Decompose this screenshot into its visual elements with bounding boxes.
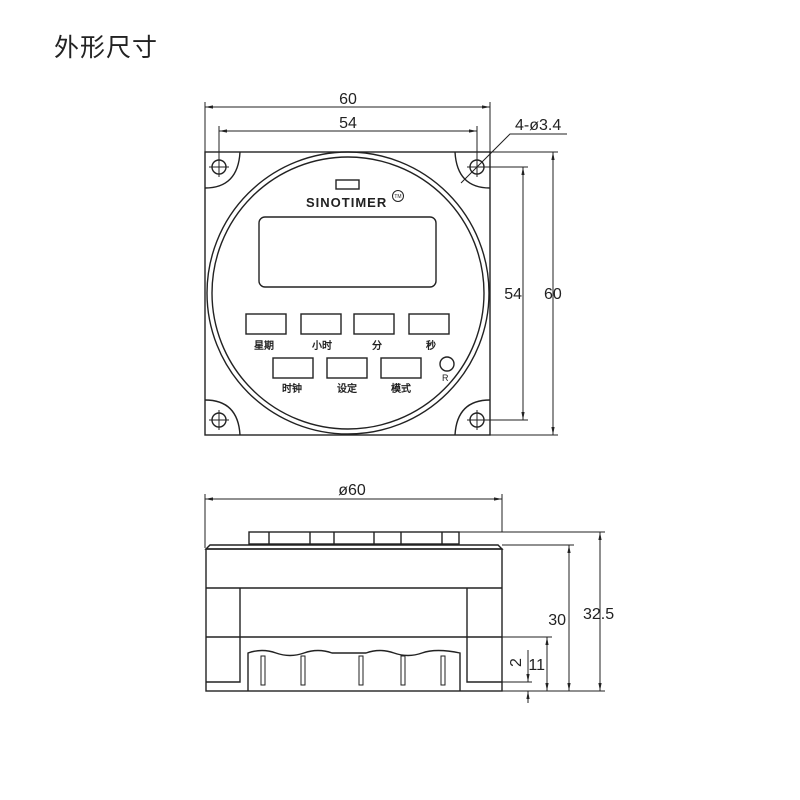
body-outline: [205, 548, 503, 692]
button-label: 星期: [254, 339, 274, 352]
terminal-slots: [260, 655, 446, 686]
button-set[interactable]: [326, 357, 368, 379]
dim-height-outer: 60: [544, 286, 562, 303]
dim-diameter: ø60: [338, 482, 366, 499]
side-view: ø60 30 32.5 11 2: [204, 482, 614, 703]
dim-width-holes: 54: [339, 115, 357, 132]
button-minute[interactable]: [353, 313, 395, 335]
dim-height-holes: 54: [504, 286, 522, 303]
reset-button[interactable]: [439, 356, 455, 372]
indicator-led: [335, 179, 360, 190]
dim-holes: 4-ø3.4: [515, 117, 561, 134]
button-second[interactable]: [408, 313, 450, 335]
button-label: 秒: [426, 339, 436, 352]
dim-total-height: 32.5: [583, 606, 614, 623]
button-row-1: 星期 小时 分 秒: [245, 313, 450, 352]
dim-width-outer: 60: [339, 91, 357, 108]
reset-label: R: [442, 373, 449, 383]
corner-notch: [454, 151, 491, 189]
trademark-icon: [392, 190, 404, 202]
button-label: 小时: [311, 339, 332, 352]
button-cap-strip: [248, 531, 460, 545]
terminal-block: [247, 649, 461, 691]
button-hour[interactable]: [300, 313, 342, 335]
dim-terminal-height: 11: [528, 657, 545, 674]
corner-notch: [454, 399, 491, 436]
button-label: 设定: [337, 382, 357, 395]
page-title: 外形尺寸: [54, 33, 159, 62]
front-view: SINOTIMER TM 星期 小时 分 秒 时钟 设定 模式 R: [204, 91, 567, 436]
dim-body-height: 30: [548, 612, 566, 629]
dim-offset: 2: [508, 658, 525, 667]
bezel-outer: [206, 151, 490, 435]
lcd-display: [258, 216, 437, 288]
button-label: 分: [372, 339, 382, 352]
side-dimensions: ø60 30 32.5 11 2: [204, 482, 614, 703]
button-mode[interactable]: [380, 357, 422, 379]
button-label: 模式: [391, 382, 411, 395]
front-dimensions: 60 54 4-ø3.4 54 60: [204, 91, 567, 436]
corner-notch: [204, 399, 241, 436]
button-clock[interactable]: [272, 357, 314, 379]
button-row-2: 时钟 设定 模式 R: [272, 356, 455, 395]
trademark-label: TM: [394, 194, 401, 200]
bezel-inner: [211, 156, 485, 430]
button-label: 时钟: [282, 382, 302, 395]
button-week[interactable]: [245, 313, 287, 335]
brand-label: SINOTIMER: [306, 195, 387, 210]
corner-notch: [204, 151, 241, 189]
